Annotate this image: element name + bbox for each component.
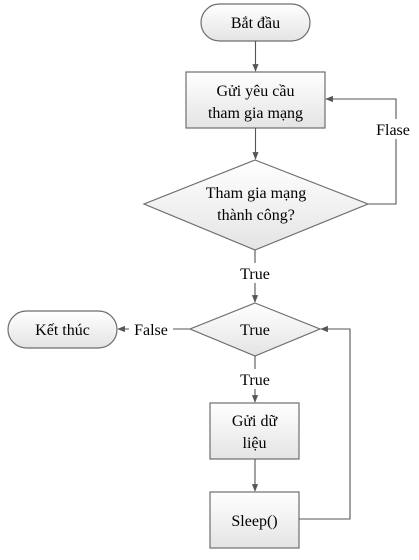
end-label: Kết thúc xyxy=(35,322,90,339)
start-label: Bắt đầu xyxy=(231,15,280,32)
edge-label-flase: Flase xyxy=(376,122,410,139)
true-label-1-bg xyxy=(234,263,276,283)
edge-check-false-loop xyxy=(325,95,397,205)
join-request-label-line2: tham gia mạng xyxy=(208,105,303,122)
edge-label-true-join: True xyxy=(240,266,270,283)
true-label-2-bg xyxy=(234,369,276,389)
send-data-label-line1: Gửi dữ xyxy=(232,413,279,430)
flase-label-bg xyxy=(371,119,415,139)
sleep-label: Sleep() xyxy=(231,513,277,530)
join-request-label-line1: Gửi yêu cầu xyxy=(217,83,295,100)
edge-sleep-back-to-loop xyxy=(299,325,351,520)
edge-label-true-loop: True xyxy=(240,372,270,389)
loop-true-label: True xyxy=(240,322,270,339)
sleep-process xyxy=(209,491,300,549)
end-terminal xyxy=(7,310,118,349)
join-request-process xyxy=(185,71,326,129)
join-success-label-line1: Tham gia mạng xyxy=(206,185,306,202)
false-label-bg xyxy=(129,319,173,339)
edge-label-false-loop: False xyxy=(134,322,168,339)
join-success-decision xyxy=(142,159,370,251)
send-data-label-line2: liệu xyxy=(243,435,267,452)
join-success-label-line2: thành công? xyxy=(217,207,295,224)
